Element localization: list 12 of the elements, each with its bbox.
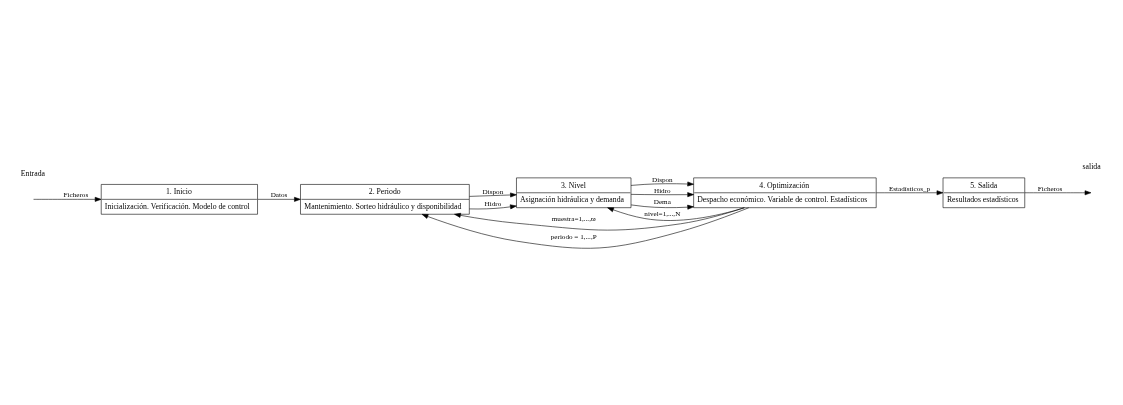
arrow	[469, 204, 517, 210]
arrow	[630, 204, 694, 210]
arrow	[421, 207, 750, 249]
arrow	[469, 192, 517, 198]
arrow	[257, 196, 301, 202]
arrow	[1024, 190, 1092, 196]
arrow	[876, 190, 944, 196]
arrow	[630, 192, 694, 198]
arrow	[454, 207, 745, 231]
arrow	[607, 207, 745, 221]
arrow	[33, 196, 102, 202]
arrow	[630, 181, 694, 187]
